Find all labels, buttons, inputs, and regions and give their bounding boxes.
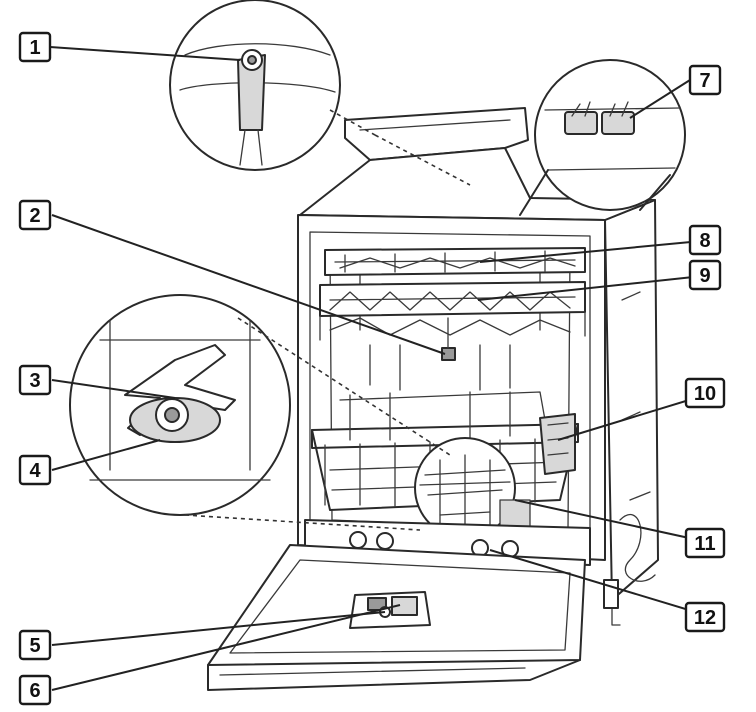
callout-7: 7 [688, 64, 722, 96]
detail-circle-top-right [519, 59, 686, 216]
lower-rack [311, 391, 579, 539]
callout-6-label: 6 [29, 680, 40, 702]
callout-1: 1 [18, 31, 52, 63]
leader-6 [51, 604, 401, 691]
leader-lines [49, 46, 713, 691]
callout-5: 5 [18, 629, 52, 661]
leader-7 [629, 79, 691, 119]
callout-1-label: 1 [29, 37, 40, 59]
callout-12-label: 12 [694, 607, 716, 629]
callout-3-label: 3 [29, 370, 40, 392]
callout-9-label: 9 [699, 265, 710, 287]
callout-9: 9 [688, 259, 722, 291]
callout-4-label: 4 [29, 460, 41, 482]
callout-8-label: 8 [699, 230, 710, 252]
leader-5 [51, 611, 386, 646]
callout-8: 8 [688, 224, 722, 256]
callout-4: 4 [18, 454, 52, 486]
leader-1 [49, 46, 241, 61]
leader-11 [514, 499, 713, 544]
callout-12: 12 [684, 601, 726, 633]
callout-7-label: 7 [699, 70, 710, 92]
callout-11: 11 [684, 527, 726, 559]
leader-2 [51, 214, 446, 355]
callout-10-label: 10 [694, 383, 716, 405]
detail-circle-left [69, 294, 451, 531]
callout-6: 6 [18, 674, 52, 706]
leader-4 [51, 439, 161, 471]
upper-racks [319, 247, 586, 391]
leader-12 [489, 549, 713, 618]
leader-3 [51, 379, 176, 399]
callout-5-label: 5 [29, 635, 40, 657]
callout-11-label: 11 [694, 533, 715, 555]
detail-circle-top [169, 0, 376, 171]
callout-10: 10 [684, 377, 726, 409]
callouts: 1 2 3 4 5 6 7 8 [18, 31, 726, 706]
leader-9 [477, 274, 713, 301]
callout-3: 3 [18, 364, 52, 396]
callout-2: 2 [18, 199, 52, 231]
callout-2-label: 2 [29, 205, 40, 227]
leader-8 [479, 239, 713, 263]
